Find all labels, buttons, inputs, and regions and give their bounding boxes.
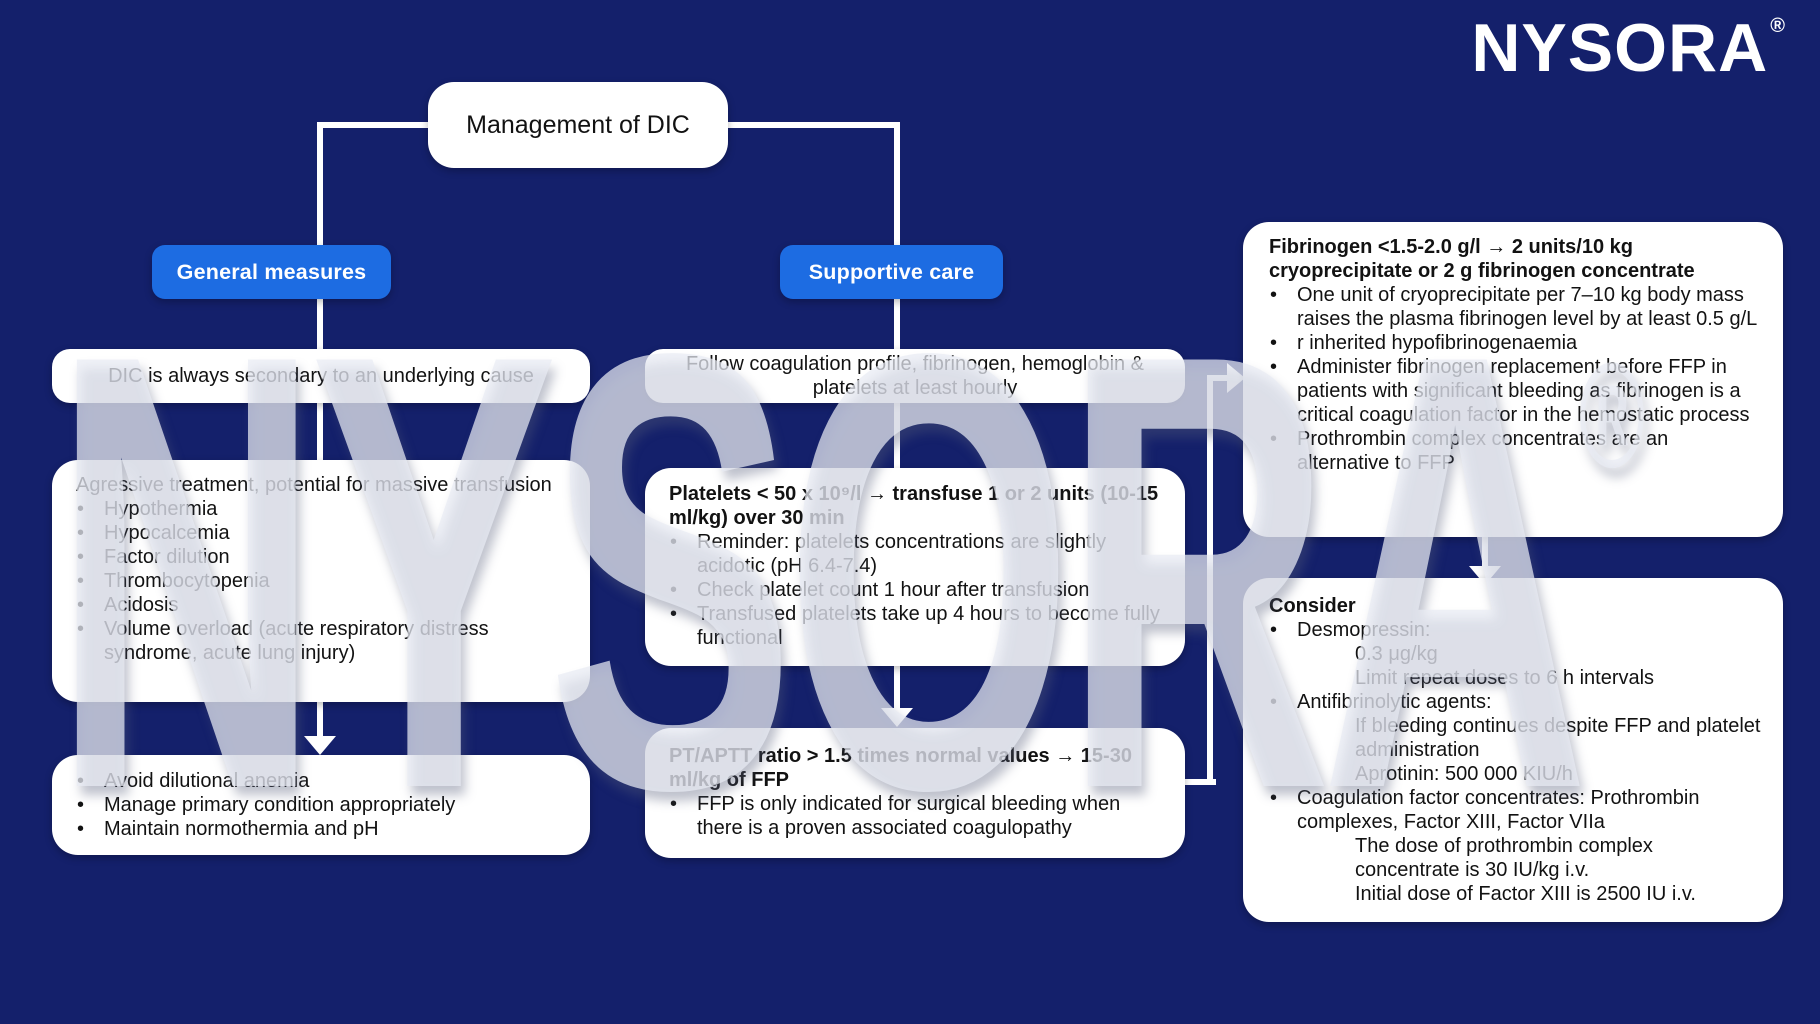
dic-secondary-box: DIC is always secondary to an underlying…: [52, 349, 590, 403]
bullet-icon: •: [670, 603, 678, 625]
bullet-icon: •: [670, 793, 678, 815]
general-measures-pill: General measures: [152, 245, 391, 299]
ffp-heading: PT/APTT ratio > 1.5 times normal values …: [669, 745, 1132, 791]
list-item: •One unit of cryoprecipitate per 7–10 kg…: [1270, 284, 1758, 330]
list-item: •Prothrombin complex concentrates are an…: [1270, 428, 1669, 474]
bullet-icon: •: [77, 522, 85, 544]
connector-left-vertical: [317, 122, 323, 737]
list-item: •Hypothermia: [77, 498, 218, 520]
bullet-icon: •: [1270, 619, 1278, 641]
treatment-intro: Agressive treatment, potential for massi…: [76, 474, 552, 496]
list-item: •Antifibrinolytic agents:: [1270, 691, 1492, 713]
list-item: •Hypocalcemia: [77, 522, 230, 544]
bullet-icon: •: [1270, 691, 1278, 713]
bullet-icon: •: [77, 546, 85, 568]
list-item: •Volume overload (acute respiratory dist…: [77, 618, 489, 664]
sub-item: Aprotinin: 500 000 KIU/h: [1355, 763, 1573, 785]
bullet-icon: •: [77, 570, 85, 592]
arrowhead-mid-down: [881, 708, 913, 727]
monitor-text: Follow coagulation profile, fibrinogen, …: [685, 353, 1145, 399]
arrowhead-elbow-right: [1227, 363, 1245, 393]
bullet-icon: •: [77, 594, 85, 616]
list-item: •Desmopressin:: [1270, 619, 1431, 641]
list-item: •Transfused platelets take up 4 hours to…: [670, 603, 1160, 649]
list-item: •Avoid dilutional anemia: [77, 770, 310, 792]
page-title: Management of DIC: [466, 110, 690, 139]
bullet-icon: •: [77, 794, 85, 816]
list-item: •Check platelet count 1 hour after trans…: [670, 579, 1090, 601]
bullet-icon: •: [1270, 356, 1278, 378]
supportive-care-pill: Supportive care: [780, 245, 1003, 299]
consider-heading: Consider: [1269, 595, 1356, 617]
consider-box: Consider •Desmopressin: 0.3 μg/kg Limit …: [1243, 578, 1783, 922]
connector-elbow-bottom: [1183, 779, 1216, 785]
bullet-icon: •: [1270, 787, 1278, 809]
platelets-heading: Platelets < 50 x 10⁹/l → transfuse 1 or …: [669, 483, 1159, 529]
bullet-icon: •: [77, 818, 85, 840]
bullet-icon: •: [670, 579, 678, 601]
connector-elbow-top: [1210, 375, 1230, 381]
bullet-icon: •: [77, 618, 85, 640]
general-measures-label: General measures: [176, 259, 367, 284]
list-item: •Coagulation factor concentrates: Prothr…: [1270, 787, 1700, 833]
monitor-box: Follow coagulation profile, fibrinogen, …: [645, 349, 1185, 403]
supportive-care-label: Supportive care: [808, 259, 975, 284]
sub-item: Limit repeat doses to 6 h intervals: [1355, 667, 1655, 689]
dic-secondary-text: DIC is always secondary to an underlying…: [108, 365, 534, 387]
connector-right-vertical: [1482, 537, 1488, 567]
list-item: •Factor dilution: [77, 546, 230, 568]
fibrinogen-box: Fibrinogen <1.5-2.0 g/l → 2 units/10 kg …: [1243, 222, 1783, 537]
list-item: •Administer fibrinogen replacement befor…: [1270, 356, 1750, 426]
bullet-icon: •: [77, 770, 85, 792]
list-item: •Reminder: platelets concentrations are …: [670, 531, 1107, 577]
bullet-icon: •: [1270, 332, 1278, 354]
bullet-icon: •: [1270, 284, 1278, 306]
bullet-icon: •: [77, 498, 85, 520]
list-item: •Maintain normothermia and pH: [77, 818, 379, 840]
platelets-box: Platelets < 50 x 10⁹/l → transfuse 1 or …: [645, 468, 1185, 666]
aggressive-treatment-box: Agressive treatment, potential for massi…: [52, 460, 590, 702]
list-item: •r inherited hypofibrinogenaemia: [1270, 332, 1578, 354]
sub-item: Initial dose of Factor XIII is 2500 IU i…: [1355, 883, 1696, 905]
bullet-icon: •: [1270, 428, 1278, 450]
list-item: •Acidosis: [77, 594, 179, 616]
list-item: •Thrombocytopenia: [77, 570, 270, 592]
sub-item: If bleeding continues despite FFP and pl…: [1355, 715, 1761, 761]
list-item: •FFP is only indicated for surgical blee…: [670, 793, 1121, 839]
registered-mark-icon: ®: [1770, 15, 1786, 37]
bullet-icon: •: [670, 531, 678, 553]
list-item: •Manage primary condition appropriately: [77, 794, 456, 816]
connector-elbow-vertical: [1207, 375, 1213, 785]
outcome-box: •Avoid dilutional anemia •Manage primary…: [52, 755, 590, 855]
arrowhead-left-down: [304, 736, 336, 755]
sub-item: 0.3 μg/kg: [1355, 643, 1438, 665]
connector-mid-vertical: [894, 122, 900, 710]
nysora-logo: NYSORA®: [1471, 10, 1786, 86]
fibrinogen-heading: Fibrinogen <1.5-2.0 g/l → 2 units/10 kg …: [1269, 236, 1695, 282]
title-box: Management of DIC: [428, 82, 728, 168]
sub-item: The dose of prothrombin complex concentr…: [1355, 835, 1653, 881]
ffp-box: PT/APTT ratio > 1.5 times normal values …: [645, 728, 1185, 858]
